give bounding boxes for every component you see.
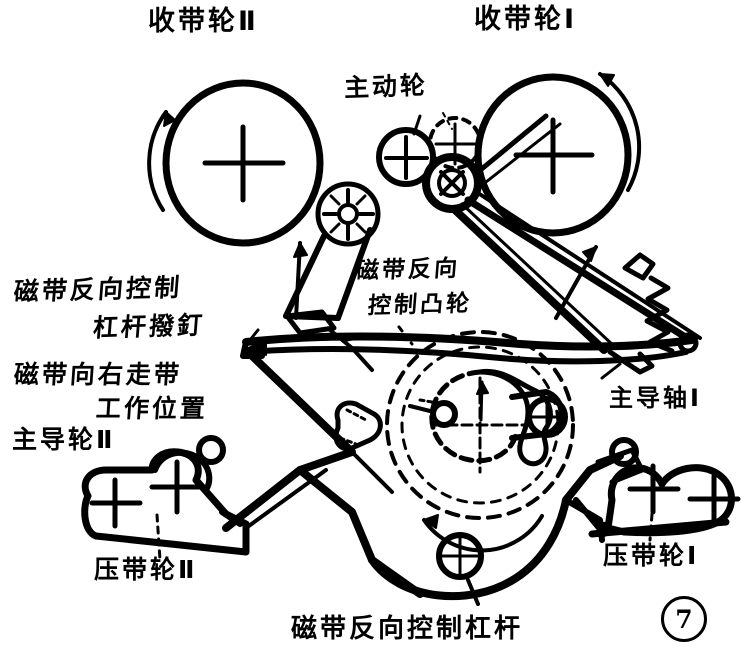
control-lever-plate (222, 348, 645, 606)
tape-reverse-control-cam (385, 330, 575, 553)
drive-wheel-cluster (376, 112, 482, 213)
pinch-roller-1-assembly (573, 437, 741, 542)
tape-direction-arrow-left (293, 241, 308, 320)
callout-leaders (248, 325, 622, 380)
label-tape-reverse-control-lever-pin-line1: 磁带反向控制 (12, 272, 184, 307)
label-tape-reverse-control-lever-pin-line2: 杠杆撥釘 (91, 310, 207, 343)
label-takeup-reel-1: 收带轮Ⅰ (474, 4, 578, 35)
label-takeup-reel-2: 收带轮Ⅱ (148, 6, 259, 37)
left-shoe-bracket (333, 400, 383, 452)
label-tape-reverse-control-lever: 磁带反向控制杠杆 (291, 614, 524, 644)
label-capstan-shaft-1: 主导轴Ⅰ (609, 384, 702, 412)
pinch-roller-2-assembly (81, 435, 328, 562)
label-tape-reverse-control-cam-line2: 控制凸轮 (366, 290, 474, 320)
label-pinch-roller-1: 压带轮Ⅰ (603, 541, 700, 570)
label-pinch-roller-2: 压带轮Ⅱ (94, 555, 198, 584)
label-tape-right-run-position-line2: 工作位置 (94, 394, 210, 423)
label-capstan-roller-2: 主导轮Ⅱ (12, 425, 116, 454)
takeup-reel-1-wheel (474, 72, 642, 237)
takeup-reel-2-wheel (147, 79, 324, 247)
label-drive-wheel: 主动轮 (343, 70, 429, 103)
label-tape-right-run-position-line1: 磁带向右走带 (12, 360, 184, 389)
figure-number-badge: 7 (661, 596, 707, 642)
tape-reverse-control-lever-arm (240, 332, 696, 375)
label-tape-reverse-control-cam-line1: 磁带反向 (354, 255, 462, 285)
lever-pivot-bracket (284, 309, 374, 372)
